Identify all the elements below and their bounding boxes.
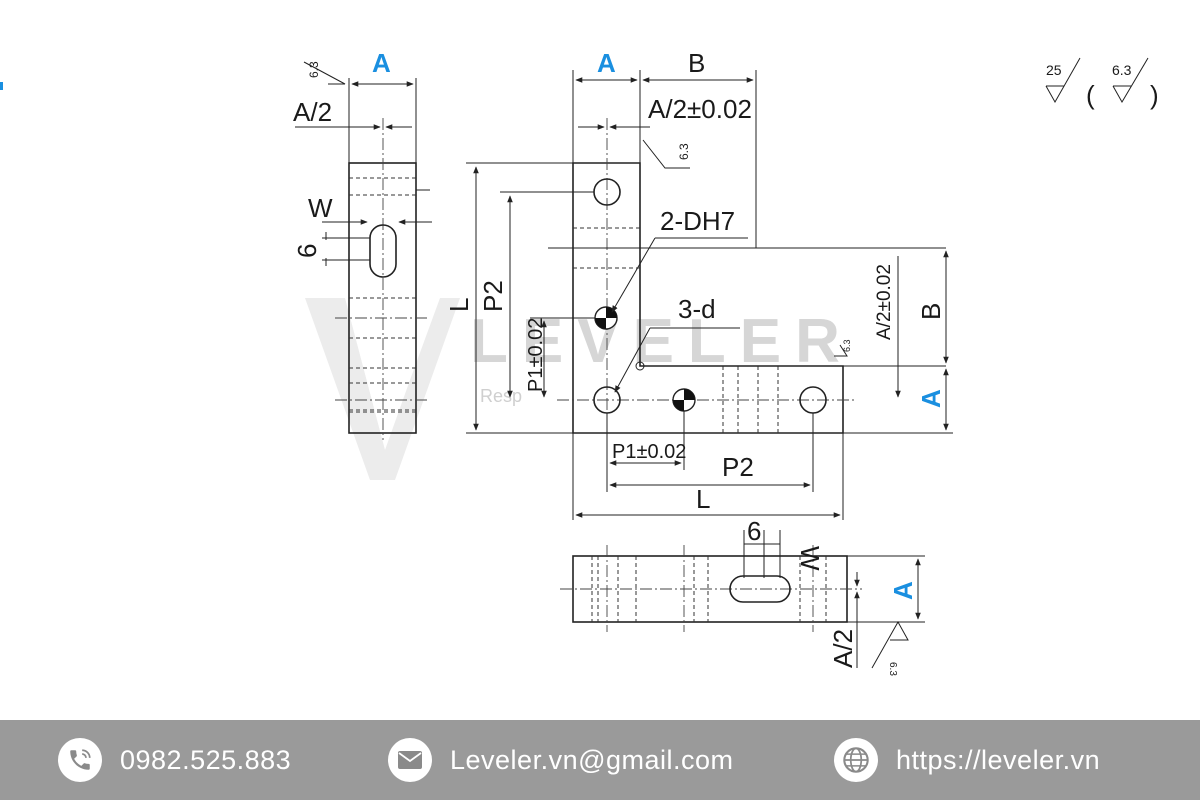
roughness-note: 25 ( 6.3 ) — [1045, 57, 1159, 110]
watermark-subtext: Resp — [480, 386, 522, 406]
front-view-roughness: 6.3 — [677, 143, 691, 160]
leader-2-dh7: 2-DH7 — [660, 206, 735, 236]
phone-icon — [58, 738, 102, 782]
footer-website[interactable]: https://leveler.vn — [834, 720, 1100, 800]
front-view-dim-b: B — [688, 48, 705, 78]
front-view-roughness-right: 6.3 — [842, 339, 852, 352]
front-view-dim-p2-vertical: P2 — [478, 280, 508, 312]
leader-3-d: 3-d — [678, 294, 716, 324]
front-view-dim-a-half-right: A/2±0.02 — [874, 264, 895, 340]
watermark: LEVELER Resp — [305, 298, 840, 480]
footer-phone[interactable]: 0982.525.883 — [58, 720, 291, 800]
watermark-logo — [305, 298, 460, 480]
side-view-dim-a-half: A/2 — [293, 97, 332, 127]
footer-email-text: Leveler.vn@gmail.com — [450, 744, 734, 775]
front-view: A B A/2±0.02 6.3 L P2 P1±0.02 2-DH7 3-d — [444, 48, 953, 520]
front-view-dim-l-vertical: L — [444, 298, 474, 312]
front-view-dim-a: A — [597, 48, 616, 78]
front-view-dim-a-right: A — [916, 389, 946, 408]
footer-phone-text: 0982.525.883 — [120, 744, 292, 775]
roughness-paren-close: ) — [1150, 80, 1159, 110]
front-view-dim-p2-horizontal: P2 — [722, 452, 754, 482]
dowel-hole-horizontal — [672, 388, 696, 412]
footer-website-text: https://leveler.vn — [896, 744, 1101, 775]
front-view-dim-a-half-tol: A/2±0.02 — [648, 94, 752, 124]
side-view-dim-a: A — [372, 48, 391, 78]
footer-email[interactable]: Leveler.vn@gmail.com — [388, 720, 734, 800]
bottom-view-slot — [729, 575, 791, 603]
side-view-dim-w: W — [308, 193, 333, 223]
side-view: A A/2 6.3 W 6 — [292, 48, 432, 440]
side-view-slot — [369, 224, 397, 278]
front-view-dim-p1-horizontal: P1±0.02 — [612, 441, 686, 463]
side-view-dim-six: 6 — [292, 244, 322, 258]
technical-drawing: LEVELER Resp A A/2 6.3 W — [292, 48, 1159, 676]
bottom-view-dim-a-half: A/2 — [828, 629, 858, 668]
front-view-dim-l-horizontal: L — [696, 484, 710, 514]
contact-footer: 0982.525.883 Leveler.vn@gmail.com https:… — [0, 720, 1200, 800]
mail-icon — [388, 738, 432, 782]
bottom-view-roughness: 6.3 — [887, 662, 898, 676]
side-view-roughness: 6.3 — [307, 61, 321, 78]
roughness-25: 25 — [1046, 62, 1062, 78]
bottom-view-dim-a: A — [888, 581, 918, 600]
edge-mark — [0, 82, 3, 90]
dowel-hole-vertical — [594, 306, 618, 330]
bottom-view: 6 W A A/2 6.3 — [560, 516, 925, 676]
bottom-view-dim-six: 6 — [747, 516, 761, 546]
globe-icon — [834, 738, 878, 782]
front-view-dim-b-right: B — [916, 303, 946, 320]
roughness-63: 6.3 — [1112, 62, 1132, 78]
front-view-dim-p1-vertical: P1±0.02 — [525, 318, 547, 392]
bottom-view-dim-w: W — [795, 546, 825, 571]
roughness-paren-open: ( — [1086, 80, 1095, 110]
